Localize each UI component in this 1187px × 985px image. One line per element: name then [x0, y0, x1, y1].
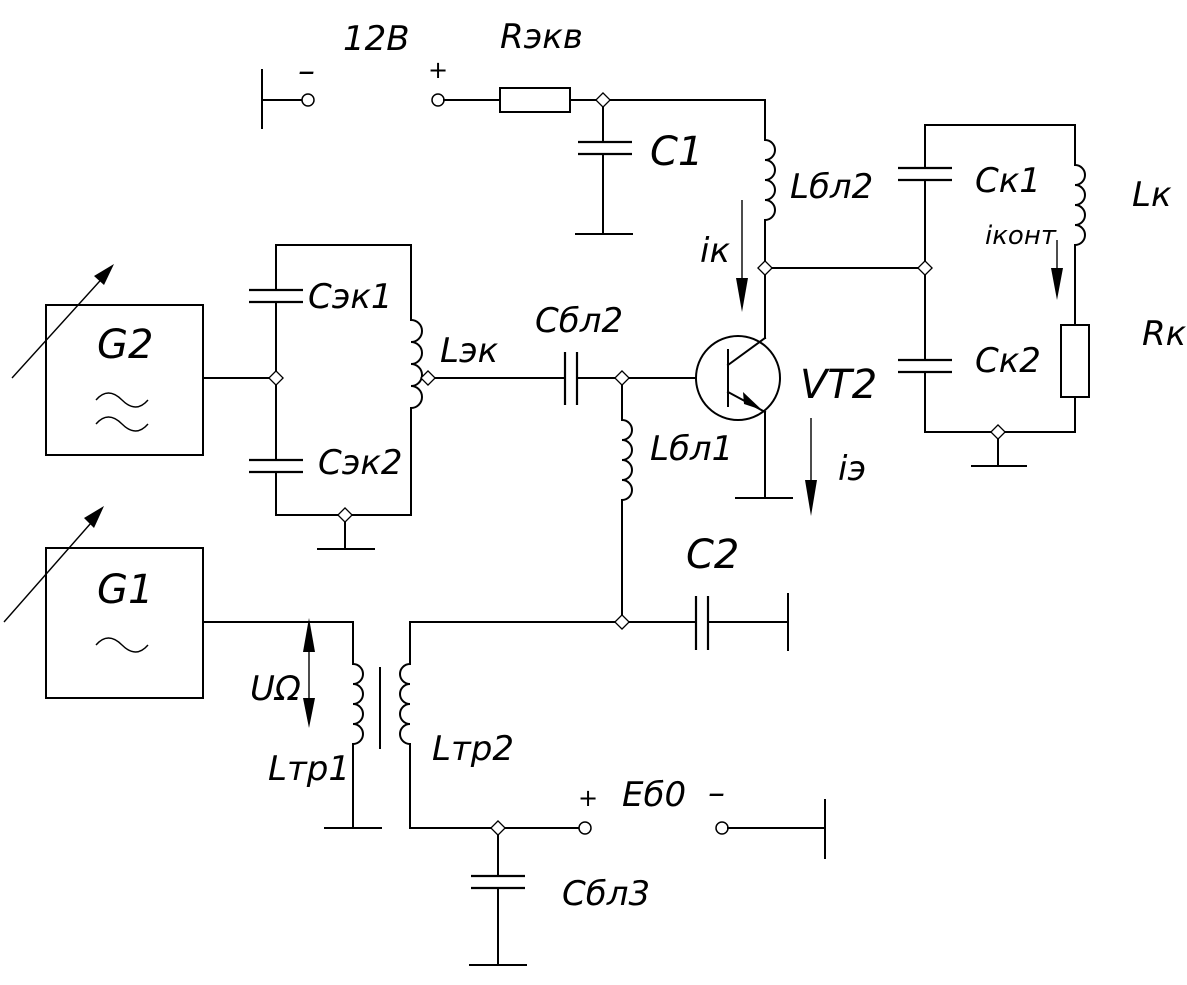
- inductor-coil: [1073, 163, 1086, 247]
- junction-node: [268, 370, 284, 386]
- label-l-tr1: Lтр1: [268, 749, 350, 789]
- arrow-head: [1051, 268, 1063, 300]
- label-g2: G2: [97, 322, 153, 368]
- junction-node: [614, 370, 630, 386]
- junction-node: [595, 92, 611, 108]
- collector-lead: [726, 336, 767, 367]
- terminal-plus: [431, 93, 445, 107]
- arrow-head: [736, 278, 748, 312]
- inductor-coil: [763, 138, 776, 222]
- label-minus-top: –: [298, 51, 315, 91]
- label-e-b0: Eб0: [622, 775, 686, 815]
- resistor-rk: [1060, 324, 1090, 398]
- inductor-coil-tr1: [351, 662, 364, 746]
- tuning-arrow: [11, 271, 109, 379]
- resistor-r-ekv: [499, 87, 571, 113]
- label-l-bl2: Lбл2: [790, 167, 873, 207]
- capacitor-c2: [621, 593, 789, 651]
- supply-12v: [261, 69, 501, 129]
- labels: 12В – + Rэкв C1 Lбл2 iк Cк1 Lк iконт Rк …: [97, 17, 1187, 914]
- label-c-bl3: Cбл3: [562, 874, 650, 914]
- junction-node: [337, 507, 353, 523]
- generator-box: [45, 304, 204, 456]
- terminal-minus: [715, 821, 729, 835]
- emitter-arrow: [743, 392, 762, 410]
- junction-node: [614, 614, 630, 630]
- label-l-bl1: Lбл1: [650, 429, 733, 469]
- label-c2: C2: [686, 532, 739, 578]
- transistor-body: [695, 335, 781, 421]
- generator-g2: [11, 264, 204, 456]
- label-c-ek1: Cэк1: [308, 277, 393, 317]
- label-ie: iэ: [838, 449, 866, 489]
- arrow-ie: [805, 418, 817, 516]
- label-l-tr2: Lтр2: [432, 729, 514, 769]
- exciter-circuit: [249, 244, 423, 550]
- label-r-ekv: Rэкв: [500, 17, 583, 57]
- arrow-ikont: [1051, 240, 1063, 300]
- transistor-vt2: [695, 335, 793, 499]
- junction-node: [490, 820, 506, 836]
- inductor-coil: [620, 418, 633, 502]
- wave-icon: [95, 392, 149, 408]
- junction-node: [990, 424, 1006, 440]
- inductor-coil: [409, 318, 423, 410]
- label-12v: 12В: [343, 19, 410, 59]
- junction-node: [420, 370, 436, 386]
- terminal-plus: [578, 821, 592, 835]
- inductor-l-bl2: [763, 99, 776, 339]
- junction-node: [757, 260, 773, 276]
- label-ck1: Cк1: [975, 161, 1041, 201]
- resistor-body: [499, 87, 571, 113]
- wave-icon: [95, 637, 149, 653]
- label-ik: iк: [700, 231, 730, 271]
- capacitor-c1: [575, 99, 633, 235]
- label-ck2: Cк2: [975, 341, 1041, 381]
- junction-node: [917, 260, 933, 276]
- label-u-omega: UΩ: [250, 669, 301, 709]
- arrow-u-omega: [303, 618, 315, 728]
- label-plus-top: +: [428, 56, 448, 84]
- arrow-ik: [736, 200, 748, 312]
- label-lk: Lк: [1132, 175, 1172, 215]
- wave-icon: [95, 416, 149, 432]
- label-minus-bot: –: [708, 773, 725, 813]
- inductor-l-bl1: [620, 377, 633, 623]
- label-l-ek: Lэк: [440, 331, 499, 371]
- arrow-head: [805, 480, 817, 516]
- label-g1: G1: [97, 567, 153, 613]
- tuning-arrow-head: [84, 506, 104, 528]
- arrow-head-down: [303, 698, 315, 728]
- label-c-bl2: Cбл2: [535, 301, 623, 341]
- bias-source: [578, 799, 826, 859]
- inductor-coil-tr2: [399, 662, 412, 746]
- capacitor-c-bl2: [563, 352, 579, 405]
- label-c1: C1: [650, 129, 703, 175]
- label-plus-bot: +: [578, 784, 598, 812]
- label-ikont: iконт: [985, 221, 1057, 251]
- tuning-arrow: [3, 514, 99, 623]
- label-c-ek2: Cэк2: [318, 443, 403, 483]
- label-rk: Rк: [1142, 314, 1187, 354]
- junction-nodes: [268, 92, 1006, 836]
- terminal-minus: [301, 93, 315, 107]
- tuning-arrow-head: [94, 264, 114, 285]
- capacitor-c-bl3: [469, 827, 527, 966]
- arrow-head-up: [303, 618, 315, 652]
- label-vt2: VT2: [800, 362, 877, 408]
- transformer: [202, 621, 623, 829]
